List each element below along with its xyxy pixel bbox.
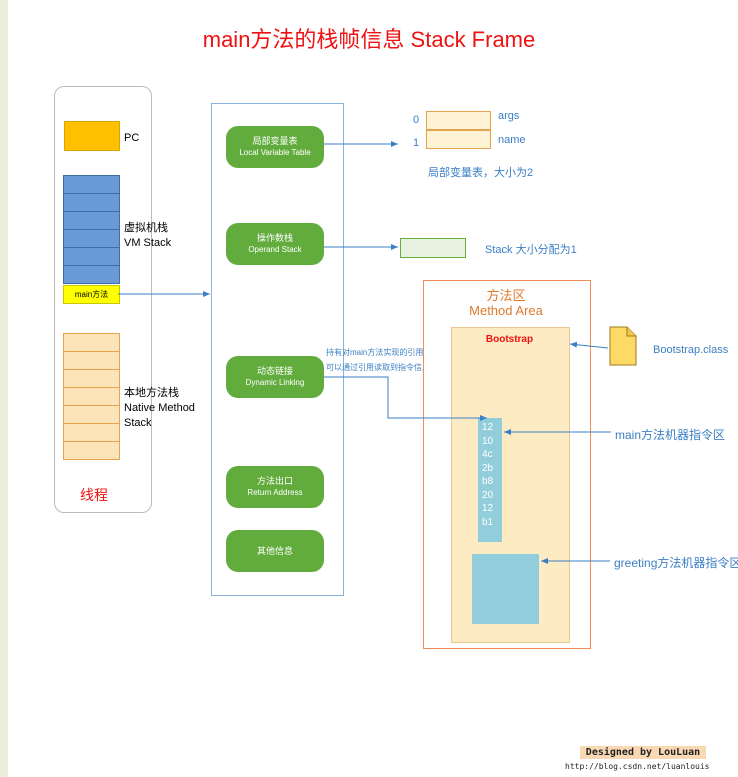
native-stack-cell: [63, 441, 120, 460]
return-address-en: Return Address: [247, 488, 303, 497]
bootstrap-class-label: Bootstrap.class: [653, 344, 729, 356]
dynamic-linking-en: Dynamic Linking: [245, 378, 305, 387]
bytecode-line: 12: [482, 503, 494, 514]
method-area-title-cn: 方法区: [486, 288, 526, 303]
diagram-title: main方法的栈帧信息 Stack Frame: [202, 27, 536, 52]
bytecode-line: 10: [482, 435, 494, 447]
operand-stack-cn: 操作数栈: [256, 233, 293, 243]
operand-stack-slot: [400, 238, 466, 258]
bytecode-line: 4c: [482, 449, 493, 460]
vm-stack-label-cn: 虚拟机栈: [124, 222, 168, 234]
local-var-name-args: args: [498, 110, 520, 122]
local-var-name-name: name: [498, 134, 526, 146]
greeting-bytecode: [472, 554, 539, 624]
designer-credit: Designed by LouLuan: [580, 746, 706, 759]
native-stack-label-cn: 本地方法栈: [124, 387, 179, 399]
operand-stack-caption: Stack 大小分配为1: [485, 244, 577, 256]
left-margin-stripe: [0, 0, 8, 777]
other-info: 其他信息: [226, 530, 324, 572]
dynamic-linking: 动态链接 Dynamic Linking: [226, 356, 324, 398]
operand-stack: 操作数栈 Operand Stack: [226, 223, 324, 265]
bytecode-line: 20: [482, 489, 494, 501]
method-area-title-en: Method Area: [469, 303, 543, 318]
vm-stack-label-en: VM Stack: [124, 237, 172, 249]
pc-register: [64, 121, 120, 151]
main-code-label: main方法机器指令区: [615, 428, 726, 442]
local-var-index-1: 1: [413, 137, 420, 149]
pc-label: PC: [124, 132, 140, 144]
native-stack-label-en: Native Method: [124, 402, 195, 414]
bootstrap-label: Bootstrap: [485, 334, 534, 345]
bytecode-line: 12: [482, 422, 494, 433]
local-var-index-0: 0: [413, 114, 420, 126]
thread-label: 线程: [80, 487, 108, 503]
local-var-caption: 局部变量表，大小为2: [428, 167, 534, 179]
return-address: 方法出口 Return Address: [226, 466, 324, 508]
stack-frame: [211, 103, 344, 596]
arrow-class-file-to-bootstrap: [569, 341, 609, 349]
local-variable-table-en: Local Variable Table: [239, 148, 311, 157]
bytecode-line: 2b: [482, 462, 494, 474]
arrow-dynamic-linking-to-code: [324, 376, 487, 421]
return-address-cn: 方法出口: [256, 476, 293, 486]
dynamic-linking-cn: 动态链接: [256, 366, 293, 376]
dynamic-linking-note-2: 可以通过引用读取到指令信息: [326, 363, 430, 372]
native-stack-label-en2: Stack: [124, 417, 152, 429]
other-info-cn: 其他信息: [256, 546, 293, 556]
local-variable-table: 局部变量表 Local Variable Table: [226, 126, 324, 168]
local-var-slot-1: [426, 130, 491, 149]
vm-stack-cell: [63, 265, 120, 284]
operand-stack-en: Operand Stack: [248, 245, 302, 254]
bytecode-line: b8: [482, 476, 494, 487]
file-icon: [609, 326, 637, 366]
bytecode-line: b1: [482, 516, 494, 528]
local-var-slot-0: [426, 111, 491, 130]
greeting-code-label: greeting方法机器指令区: [614, 556, 738, 570]
local-variable-table-cn: 局部变量表: [252, 136, 298, 146]
dynamic-linking-note-1: 持有对main方法实现的引用,: [326, 348, 426, 357]
main-bytecode: 12 10 4c 2b b8 20 12 b1: [478, 418, 502, 542]
blog-url: http://blog.csdn.net/luanlouis: [565, 762, 710, 771]
